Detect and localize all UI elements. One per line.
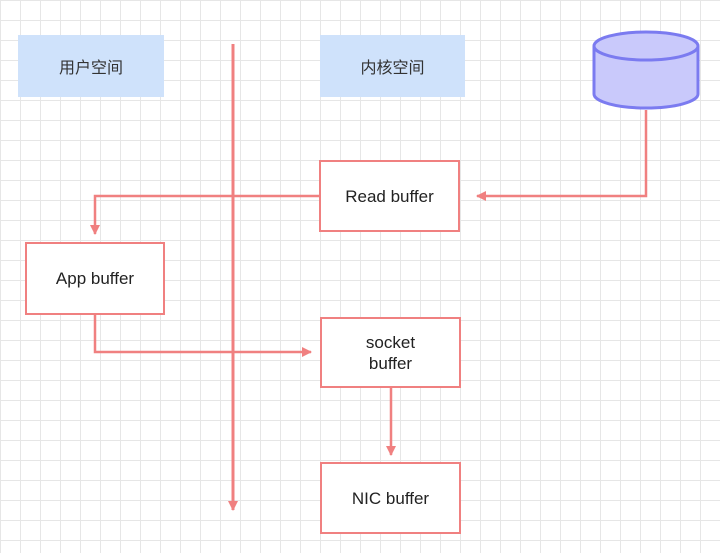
read-buffer-node: Read buffer	[319, 160, 460, 232]
user-space-label: 用户空间	[18, 35, 164, 97]
app-buffer-label: App buffer	[55, 269, 135, 288]
database-icon	[592, 30, 700, 110]
arrow-database-to-read-buffer	[476, 110, 648, 201]
nic-buffer-label: NIC buffer	[351, 488, 430, 508]
arrow-read-buffer-to-app-buffer	[90, 194, 320, 235]
kernel-space-label: 内核空间	[320, 35, 465, 97]
app-buffer-node: App buffer	[25, 242, 165, 315]
read-buffer-label: Read buffer	[345, 186, 434, 206]
arrow-app-buffer-to-socket-buffer	[93, 315, 312, 357]
socket-buffer-node: socket buffer	[320, 317, 461, 388]
socket-buffer-label: socket buffer	[365, 332, 416, 373]
nic-buffer-node: NIC buffer	[320, 462, 461, 534]
